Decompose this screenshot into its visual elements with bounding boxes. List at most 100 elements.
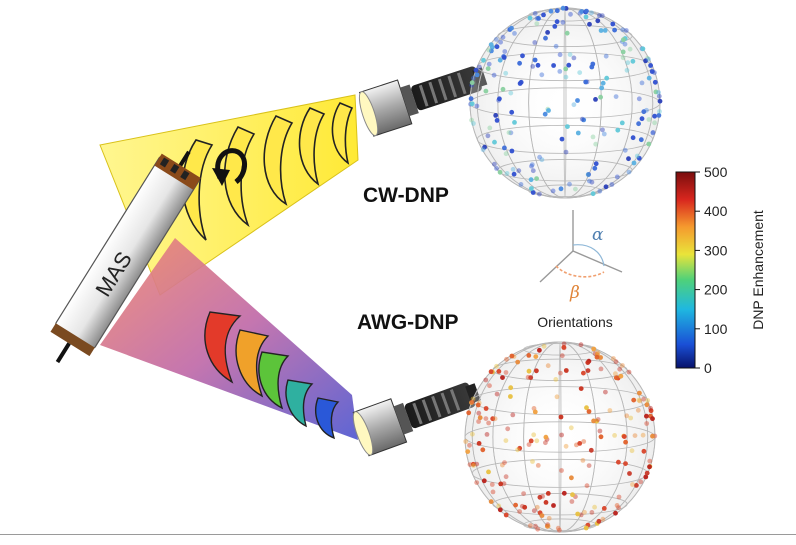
orientation-dot — [494, 391, 500, 397]
orientation-dot — [493, 113, 499, 118]
orientation-dot — [467, 462, 473, 467]
orientation-dot — [634, 483, 639, 488]
orientation-dot — [503, 370, 509, 375]
orientation-dot — [656, 90, 661, 95]
orientation-dot — [588, 447, 594, 453]
orientation-dot — [470, 396, 476, 402]
orientation-dot — [476, 410, 482, 416]
orientation-dot — [545, 363, 551, 369]
orientation-dot — [597, 428, 603, 434]
orientation-dot — [503, 151, 509, 157]
orientation-dot — [522, 504, 528, 510]
orientation-dot — [630, 482, 635, 487]
orientation-dot — [584, 483, 590, 489]
orientation-dot — [476, 441, 482, 446]
orientation-dot — [593, 97, 598, 102]
orientation-dot — [551, 503, 556, 508]
orientation-dot — [597, 13, 602, 18]
orientation-dot — [533, 523, 538, 529]
orientation-dot — [563, 74, 569, 80]
orientation-dot — [492, 139, 497, 145]
orientation-dot — [493, 37, 499, 42]
orientation-dot — [529, 186, 534, 191]
awg-wavefronts — [204, 311, 340, 440]
orientation-dot — [563, 443, 569, 449]
orientation-dot — [620, 27, 626, 33]
orientation-dot — [466, 410, 472, 416]
orientation-dot — [559, 432, 564, 438]
orientation-dot — [483, 416, 489, 421]
orientation-dot — [582, 509, 587, 515]
orientation-dot — [517, 509, 522, 514]
orientation-dot — [593, 141, 599, 147]
orientation-dot — [595, 18, 601, 24]
orientation-dot — [636, 96, 642, 102]
orientation-dot — [554, 19, 560, 25]
orientation-dot — [646, 75, 652, 81]
bottom-divider — [0, 534, 796, 535]
orientation-dot — [497, 57, 503, 63]
orientation-dot — [575, 511, 581, 517]
orientation-dot — [579, 9, 585, 14]
orientation-dot — [498, 39, 503, 45]
orientation-dot — [490, 489, 496, 495]
orientation-dot — [503, 438, 509, 443]
orientation-dot — [584, 405, 589, 411]
orientation-dot — [578, 342, 584, 348]
orientation-dot — [488, 499, 494, 504]
orientation-dot — [578, 386, 584, 391]
orientation-dot — [518, 79, 524, 85]
orientation-dot — [532, 57, 538, 63]
orientation-dot — [537, 347, 542, 353]
orientation-dot — [575, 130, 581, 136]
orientation-dot — [504, 356, 509, 362]
orientation-dot — [542, 111, 548, 117]
orientation-dot — [565, 124, 570, 129]
orientation-dot — [568, 11, 573, 17]
orientation-dot — [566, 62, 572, 68]
orientation-dot — [496, 369, 502, 374]
orientation-dot — [557, 527, 562, 533]
orientation-dot — [558, 370, 563, 376]
orientation-dot — [526, 353, 532, 358]
orientation-dot — [636, 155, 642, 161]
orientation-dot — [613, 371, 618, 377]
orientation-dot — [613, 375, 619, 381]
orientation-dot — [600, 127, 605, 133]
awg-dnp-label: AWG-DNP — [357, 311, 459, 334]
orientation-dot — [484, 432, 490, 437]
orientation-dot — [583, 525, 589, 531]
orientation-dot — [496, 503, 502, 509]
orientation-dot — [469, 117, 474, 123]
orientation-dot — [637, 390, 642, 396]
orientation-dot — [543, 440, 548, 446]
orientation-dot — [620, 49, 626, 55]
orientation-dot — [539, 513, 545, 518]
orientation-dot — [648, 408, 654, 414]
orientation-dot — [531, 508, 537, 514]
orientation-dot — [509, 353, 515, 359]
orientation-dot — [555, 525, 561, 531]
orientation-dot — [535, 526, 541, 532]
orientation-dot — [508, 130, 514, 136]
orientation-dot — [536, 16, 541, 21]
orientation-dot — [537, 154, 542, 160]
orientation-dot — [632, 433, 638, 438]
orientation-dot — [628, 415, 634, 421]
orientation-dot — [500, 462, 505, 468]
orientation-dot — [491, 72, 497, 78]
orientation-dot — [537, 494, 543, 500]
orientation-dot — [618, 373, 624, 379]
orientation-dot — [517, 60, 522, 66]
orientation-dot — [616, 505, 621, 510]
orientation-dot — [592, 504, 597, 510]
orientation-dot — [611, 356, 616, 361]
orientation-dot — [545, 522, 551, 528]
colorbar-tick-label: 0 — [704, 360, 712, 376]
orientation-dot — [470, 75, 476, 81]
orientation-dot — [656, 93, 662, 99]
orientation-dot — [636, 397, 642, 403]
orientation-dot — [637, 398, 643, 404]
